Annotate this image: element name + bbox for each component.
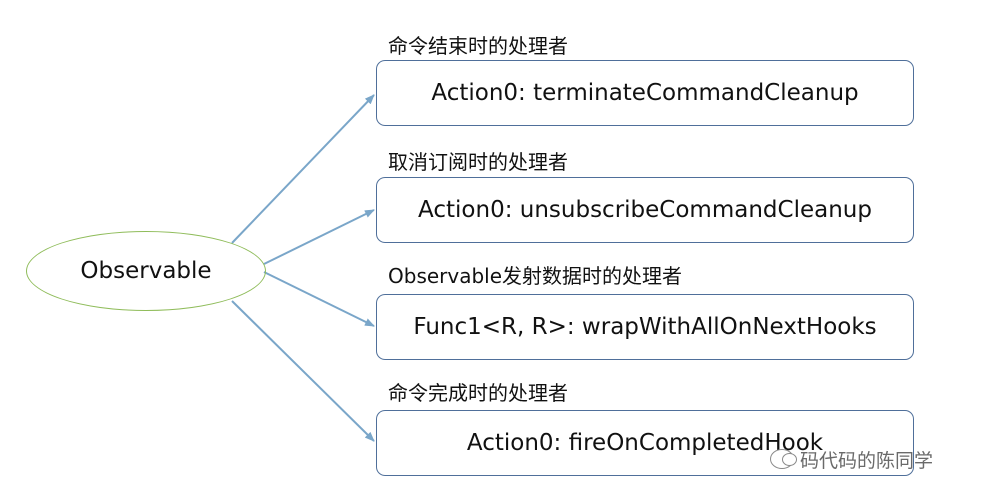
- watermark: 码代码的陈同学: [770, 446, 933, 472]
- arrow-to-box-3: [263, 271, 375, 327]
- heading-unsubscribe: 取消订阅时的处理者: [388, 150, 568, 174]
- box-label: Action0: unsubscribeCommandCleanup: [418, 197, 872, 223]
- box-fire-on-completed-hook: Action0: fireOnCompletedHook: [376, 410, 914, 476]
- box-wrap-with-all-on-next-hooks: Func1<R, R>: wrapWithAllOnNextHooks: [376, 294, 914, 360]
- heading-on-next: Observable发射数据时的处理者: [388, 264, 683, 288]
- observable-node: Observable: [26, 231, 266, 311]
- heading-terminate: 命令结束时的处理者: [388, 34, 568, 58]
- heading-completed: 命令完成时的处理者: [388, 381, 568, 405]
- arrow-to-box-4: [231, 300, 375, 442]
- box-terminate-command-cleanup: Action0: terminateCommandCleanup: [376, 60, 914, 126]
- observable-label: Observable: [80, 258, 212, 284]
- box-label: Action0: fireOnCompletedHook: [466, 430, 824, 456]
- box-label: Action0: terminateCommandCleanup: [431, 80, 859, 106]
- arrow-to-box-1: [231, 94, 375, 244]
- box-label: Func1<R, R>: wrapWithAllOnNextHooks: [413, 314, 877, 340]
- box-unsubscribe-command-cleanup: Action0: unsubscribeCommandCleanup: [376, 177, 914, 243]
- wechat-icon: [770, 449, 797, 469]
- watermark-text: 码代码的陈同学: [800, 449, 934, 472]
- arrow-to-box-2: [263, 209, 375, 265]
